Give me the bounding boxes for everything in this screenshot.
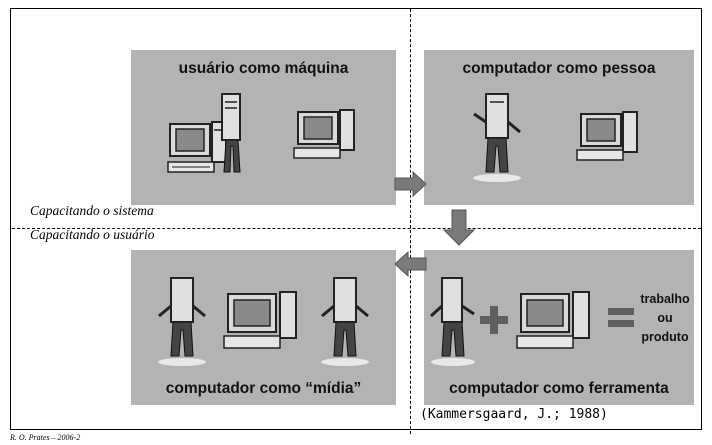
person-computer-icon — [158, 277, 206, 366]
label-capacitando-sistema: Capacitando o sistema — [30, 203, 154, 218]
plus-icon — [480, 306, 508, 334]
arrow-left-icon — [394, 250, 427, 278]
computer-icon — [516, 291, 590, 349]
result-label: trabalho ou produto — [634, 290, 696, 347]
computer-icon — [576, 111, 638, 161]
slide-frame — [10, 8, 702, 430]
footer-credit: R. O. Prates – 2006-2 — [10, 433, 81, 442]
person-computer-icon — [473, 93, 521, 182]
citation: (Kammersgaard, J.; 1988) — [420, 407, 608, 422]
person-computer-icon — [321, 277, 369, 366]
vertical-divider — [410, 9, 411, 434]
panel-title-computer-as-media: computador como “mídia” — [165, 380, 362, 397]
arrow-down-icon — [442, 209, 476, 246]
person-tower-icon — [221, 93, 241, 173]
equals-icon — [608, 308, 634, 327]
horizontal-divider — [12, 228, 701, 229]
panel-computer-as-person: computador como pessoa — [424, 50, 694, 205]
result-line-1: trabalho — [640, 292, 690, 306]
panel-title-computer-as-person: computador como pessoa — [462, 60, 656, 77]
label-capacitando-usuario: Capacitando o usuário — [30, 227, 155, 242]
computer-icon — [293, 109, 355, 159]
result-line-3: produto — [641, 330, 689, 344]
panel-title-user-as-machine: usuário como máquina — [178, 60, 349, 77]
computer-icon — [167, 121, 227, 173]
computer-icon — [223, 291, 297, 349]
panel-title-computer-as-tool: computador como ferramenta — [449, 380, 669, 397]
arrow-right-icon — [394, 170, 427, 198]
person-computer-icon — [429, 277, 475, 366]
result-line-2: ou — [657, 311, 673, 325]
